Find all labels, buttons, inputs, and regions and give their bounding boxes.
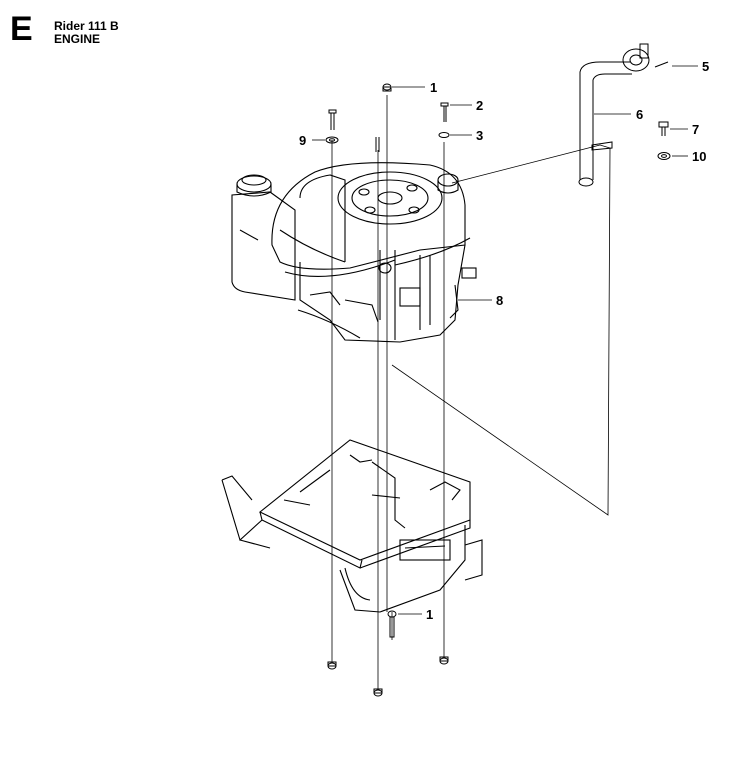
- callout-1-bottom: 1: [426, 607, 433, 622]
- callout-2: 2: [476, 98, 483, 113]
- washer-part-3: [438, 132, 450, 138]
- engine-part-8: [231, 162, 477, 343]
- nut-bottom-center: [373, 688, 383, 697]
- bolt-part-9: [325, 109, 339, 144]
- washer-part-10: [657, 152, 671, 160]
- nut-bottom-3: [439, 656, 449, 665]
- callout-9: 9: [299, 133, 306, 148]
- callout-5: 5: [702, 59, 709, 74]
- section-letter: E: [10, 10, 33, 48]
- callout-1-top: 1: [430, 80, 437, 95]
- callout-leaders: [312, 65, 698, 615]
- bolt-center: [375, 137, 380, 152]
- callout-8: 8: [496, 293, 503, 308]
- callout-labels: 1 2 3 5 6 7 8 9 10 1: [299, 59, 709, 622]
- section-name: ENGINE: [54, 32, 101, 46]
- bolt-part-2: [440, 102, 449, 122]
- callout-3: 3: [476, 128, 483, 143]
- callout-6: 6: [636, 107, 643, 122]
- nut-bottom-9: [327, 661, 337, 670]
- nut-part-1-top: [382, 83, 392, 92]
- callout-7: 7: [692, 122, 699, 137]
- model-name: Rider 111 B: [54, 19, 119, 33]
- assembly-lines: [331, 95, 611, 690]
- bolt-bottom-1: [387, 610, 397, 638]
- bolt-part-7: [658, 121, 669, 136]
- title-block: Rider 111 B ENGINE: [54, 20, 119, 46]
- dipstick-tube-part-6: [578, 43, 669, 187]
- mounting-plate: [221, 439, 483, 613]
- callout-10: 10: [692, 149, 706, 164]
